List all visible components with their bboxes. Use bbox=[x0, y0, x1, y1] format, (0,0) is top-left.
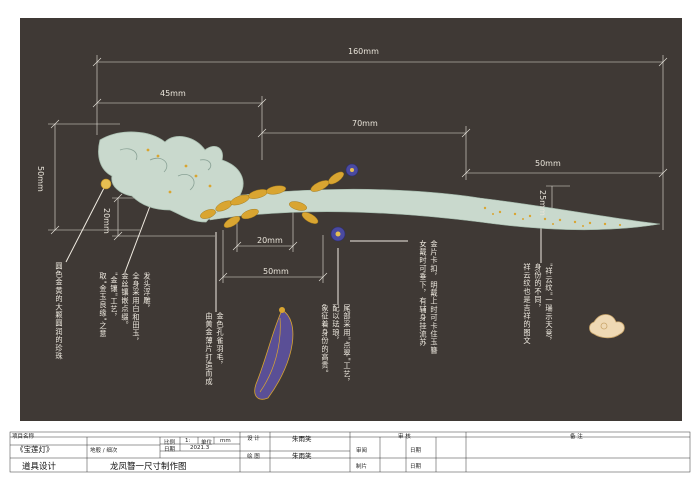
dim-mid-length: 70mm bbox=[352, 119, 378, 128]
dim-head-height: 50mm bbox=[36, 166, 45, 192]
head-carving bbox=[119, 148, 212, 191]
dim-small-height: 20mm bbox=[102, 208, 111, 234]
note-pearl: 圆色金黄的大颗圆润的珍珠 bbox=[55, 262, 64, 361]
dim-small-width: 20mm bbox=[257, 236, 283, 245]
title-block bbox=[9, 431, 691, 473]
tb-drawing-title: 龙凤簪一尺寸制作图 bbox=[110, 462, 187, 472]
tb-review-label: 审 核 bbox=[398, 434, 411, 440]
note-kingfisher: 尾部采用"点翠"工艺， 配以珐琅， 象征着身份的高贵。 bbox=[321, 304, 352, 387]
tb-project-name: 《宝莲灯》 bbox=[16, 445, 54, 454]
note-gold-feathers: 金色孔雀羽毛， 由黄金薄片打造而成 bbox=[205, 312, 225, 386]
tb-check-label: 审阅 bbox=[356, 448, 368, 454]
cloud-pattern-icon bbox=[589, 314, 625, 339]
tb-date-value: 2021.3 bbox=[190, 445, 210, 451]
gold-feathers bbox=[200, 171, 344, 228]
tb-make-label: 制片 bbox=[356, 464, 368, 470]
kingfisher-tassels bbox=[330, 163, 359, 242]
pearl bbox=[100, 178, 112, 190]
tb-date-label-3: 日期 bbox=[410, 464, 422, 470]
dim-head-length: 45mm bbox=[160, 89, 186, 98]
note-cloud-pattern: "祥云纹"一瑞示天意， 身份的不同， 祥云纹也是吉祥的图文 bbox=[523, 263, 554, 346]
dim-lower-width: 50mm bbox=[263, 267, 289, 276]
tb-unit-label: 单位 bbox=[201, 440, 213, 446]
leader-lines bbox=[65, 187, 542, 312]
head-gold-trim bbox=[146, 148, 212, 194]
tb-remarks-label: 备 注 bbox=[570, 434, 583, 440]
tb-drafter: 朱雨笑 bbox=[292, 452, 312, 460]
tb-unit-value: mm bbox=[220, 438, 231, 444]
dimension-lines bbox=[48, 55, 668, 283]
dim-total-length: 160mm bbox=[348, 47, 379, 56]
note-jade-head: 发头浮雕， 全身采用白和田玉， 金丝镶嵌点缀。 "金镶"工艺， 取"金玉良缘"之… bbox=[99, 272, 152, 346]
tb-date-label-2: 日期 bbox=[410, 448, 422, 454]
tb-scale-label: 比例 bbox=[164, 440, 176, 446]
note-gold-clasp: 金片卡扣，明戴上时可卡住玉簪 女戴时可垂下，有辅身挂流苏 bbox=[419, 240, 439, 355]
tb-project-label: 项目名称 bbox=[12, 434, 35, 440]
tb-designer: 朱雨笑 bbox=[292, 435, 312, 443]
tb-place-label: 地般 / 细次 bbox=[90, 448, 118, 454]
tb-design-label: 设 计 bbox=[247, 436, 260, 442]
tb-scale-value: 1: bbox=[185, 438, 191, 444]
tb-course: 道具设计 bbox=[22, 462, 57, 472]
tb-date-label: 日期 bbox=[164, 447, 176, 453]
feather-ornament bbox=[254, 307, 294, 400]
tb-draw-label: 绘 图 bbox=[247, 454, 260, 460]
cloud-pattern-dots bbox=[483, 206, 622, 227]
dim-tip-height: 25mm bbox=[538, 190, 547, 216]
dim-tip-length: 50mm bbox=[535, 159, 561, 168]
